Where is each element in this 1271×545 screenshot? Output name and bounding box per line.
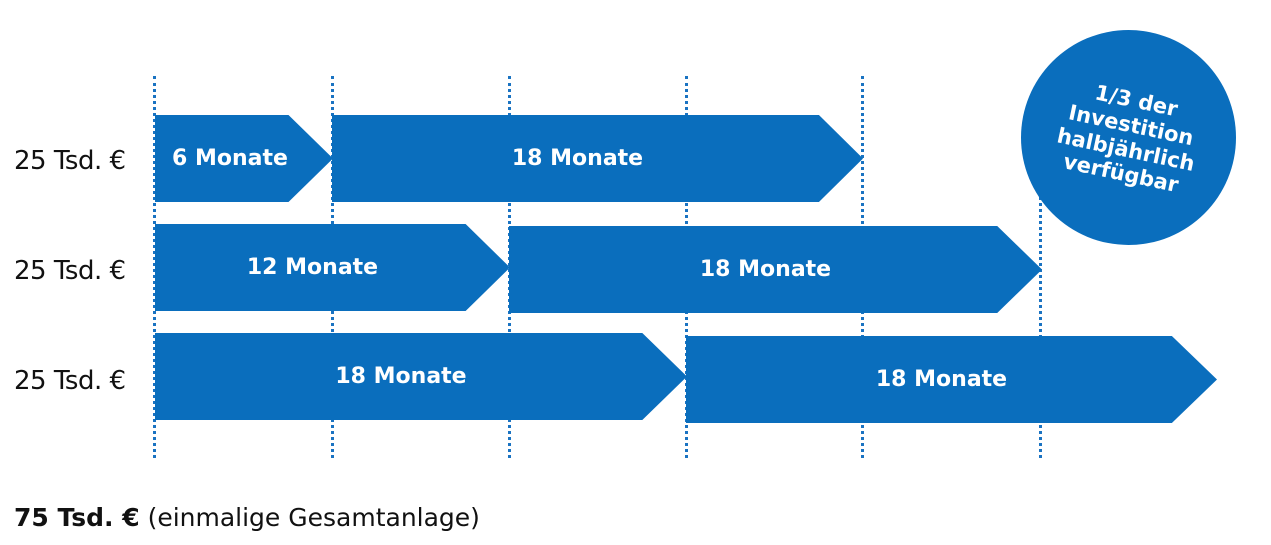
- total-amount: 75 Tsd. €: [14, 503, 140, 532]
- row-3-segment-1-arrow: 18 Monate: [155, 333, 687, 420]
- row-3-amount: 25 Tsd. €: [14, 366, 126, 396]
- grid-line-5: [1039, 190, 1042, 458]
- row-3-segment-1-label: 18 Monate: [335, 364, 467, 389]
- availability-badge: 1/3 der Investition halbjährlich verfügb…: [1021, 30, 1236, 245]
- row-1-segment-1-arrow: 6 Monate: [155, 115, 333, 202]
- row-1-segment-2-label: 18 Monate: [511, 146, 644, 171]
- total-investment: 75 Tsd. € (einmalige Gesamtanlage): [14, 505, 480, 530]
- row-3-segment-2-label: 18 Monate: [875, 367, 1008, 392]
- row-2-amount: 25 Tsd. €: [14, 256, 126, 286]
- row-2-segment-2-label: 18 Monate: [699, 257, 832, 282]
- row-3-segment-2-arrow: 18 Monate: [686, 336, 1217, 423]
- row-2-segment-2-arrow: 18 Monate: [509, 226, 1042, 313]
- row-2-segment-1-label: 12 Monate: [246, 255, 379, 280]
- availability-badge-text: 1/3 der Investition halbjährlich verfügb…: [1001, 10, 1256, 265]
- row-1-segment-2-arrow: 18 Monate: [332, 115, 863, 202]
- total-note: (einmalige Gesamtanlage): [147, 503, 480, 532]
- row-2-segment-1-arrow: 12 Monate: [155, 224, 510, 311]
- row-1-segment-1-label: 6 Monate: [172, 146, 288, 171]
- row-1-amount: 25 Tsd. €: [14, 146, 126, 176]
- grid-line-0: [153, 76, 156, 458]
